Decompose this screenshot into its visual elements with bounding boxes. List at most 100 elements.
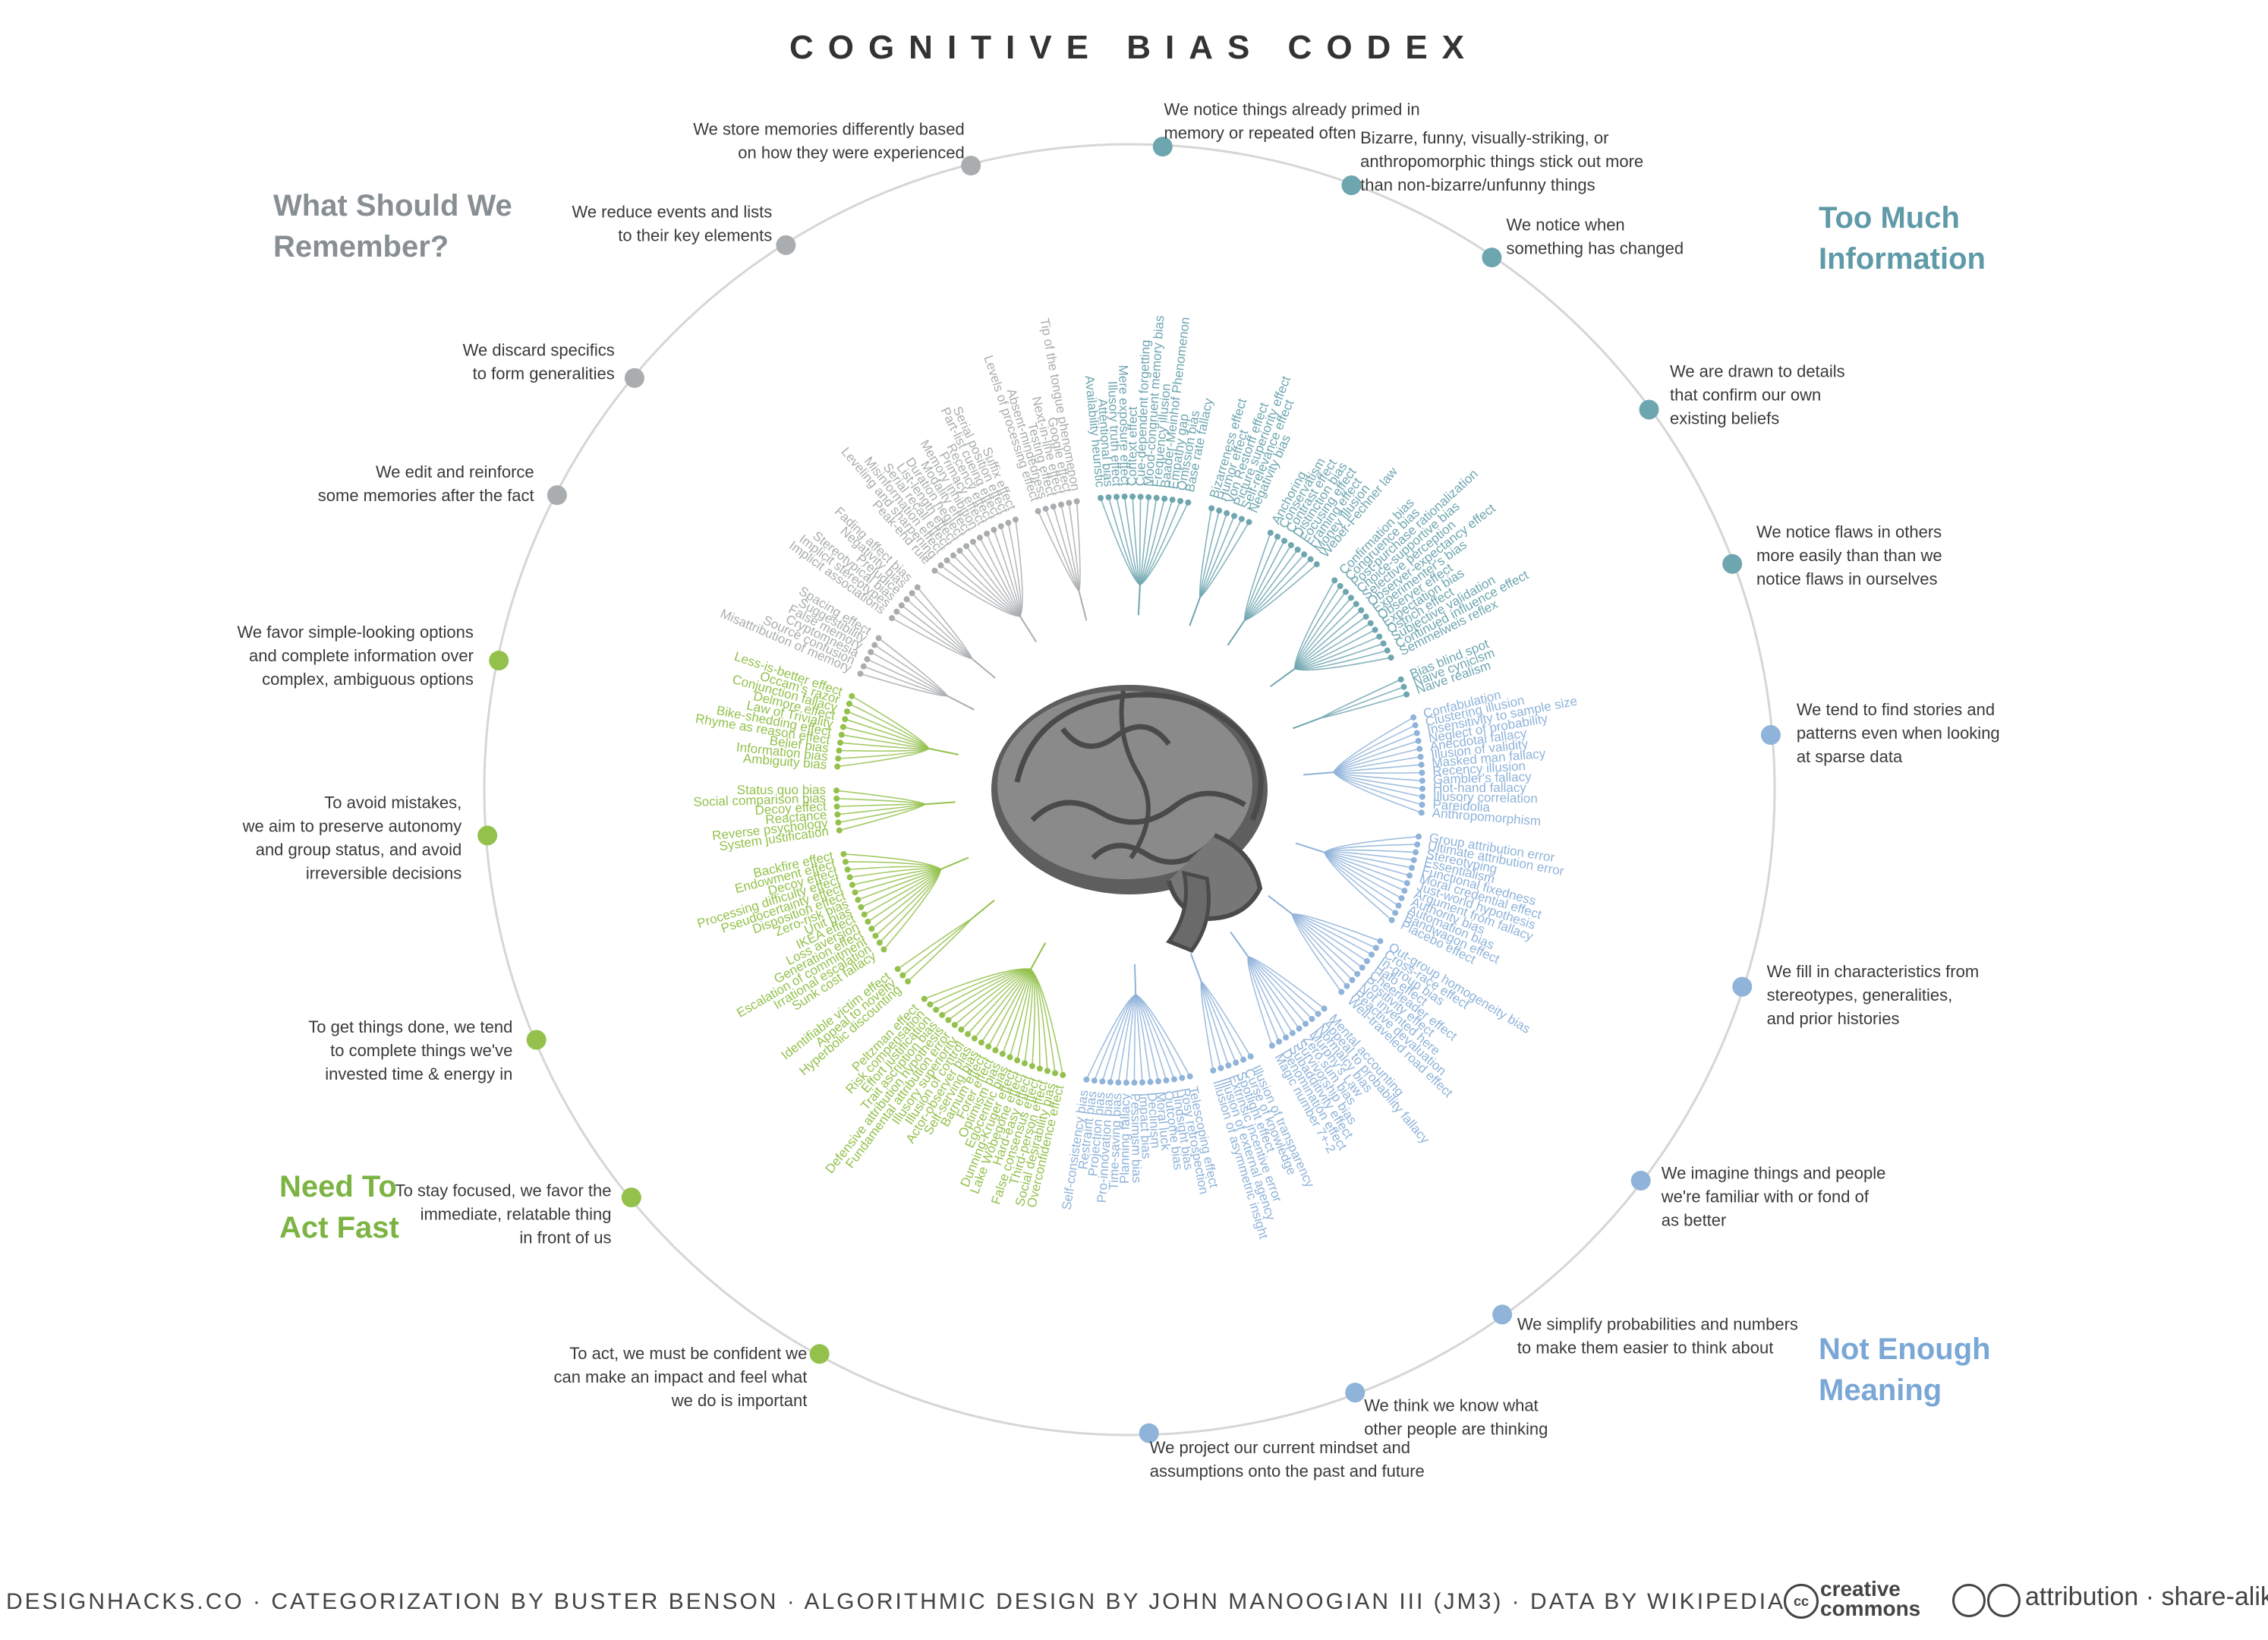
bias-dot xyxy=(833,795,840,802)
bias-dot xyxy=(1044,1068,1051,1074)
bias-dot xyxy=(1313,561,1320,568)
quadrant-title-line: Act Fast xyxy=(279,1211,399,1244)
bias-dot xyxy=(1410,714,1417,721)
bias-dot xyxy=(1388,916,1395,923)
bias-dot xyxy=(1115,1079,1122,1086)
bias-dot xyxy=(1417,753,1424,760)
branch-stem xyxy=(1303,771,1334,776)
bias-dot xyxy=(943,557,950,564)
bias-dot xyxy=(1321,1005,1328,1012)
bias-dot xyxy=(1363,957,1370,964)
bias-dot xyxy=(1337,582,1343,589)
bias-dot xyxy=(898,602,905,609)
bias-dot xyxy=(1050,503,1057,510)
bias-dot xyxy=(894,966,901,973)
branch-line xyxy=(839,742,929,749)
bias-dot xyxy=(1267,529,1274,536)
branch-line xyxy=(896,610,972,660)
bias-label[interactable]: Gambler's fallacy xyxy=(1432,769,1532,787)
bias-dot xyxy=(842,859,849,866)
bias-label[interactable]: Impact bias xyxy=(1136,1093,1154,1159)
bias-dot xyxy=(1073,498,1080,505)
branch-line xyxy=(1333,771,1422,814)
bias-label[interactable]: Pessimism bias xyxy=(1128,1093,1144,1183)
branch-line xyxy=(1085,994,1136,1080)
quadrant-title-info: Too Much Information xyxy=(1819,197,1986,279)
category-marker xyxy=(1139,1423,1159,1443)
bias-label[interactable]: Hot-hand fallacy xyxy=(1433,781,1526,795)
branch-line xyxy=(1199,516,1235,598)
branch-line xyxy=(1294,657,1391,671)
bias-dot xyxy=(844,866,851,873)
branch-line xyxy=(1133,994,1136,1083)
category-marker xyxy=(1492,1304,1513,1325)
bias-dot xyxy=(976,535,983,541)
attribution-icon xyxy=(1952,1584,1986,1617)
bias-dot xyxy=(871,642,878,648)
bias-label[interactable]: Time-saving bias xyxy=(1106,1093,1124,1190)
bias-label[interactable]: Pareidolia xyxy=(1432,797,1491,815)
bias-dot xyxy=(1372,945,1379,951)
bias-dot xyxy=(1413,849,1419,856)
bias-dot xyxy=(1240,1056,1247,1063)
branch-line xyxy=(911,592,973,659)
category-marker xyxy=(1630,1170,1651,1191)
quadrant-title-line: Remember? xyxy=(273,230,449,263)
branch-stem xyxy=(1137,585,1141,616)
bias-dot xyxy=(1153,494,1160,501)
bias-dot xyxy=(868,926,875,932)
quadrant-title-line: What Should We xyxy=(273,189,512,222)
bias-dot xyxy=(1315,1011,1321,1017)
page-title: COGNITIVE BIAS CODEX xyxy=(789,29,1479,66)
bias-dot xyxy=(1412,722,1419,729)
bias-label[interactable]: Illusory correlation xyxy=(1433,789,1538,806)
bias-dot xyxy=(1401,888,1408,894)
branch-line xyxy=(1291,913,1358,975)
bias-dot xyxy=(1410,856,1417,863)
bias-dot xyxy=(1097,494,1104,501)
bias-dot xyxy=(1413,730,1420,736)
category-marker xyxy=(809,1344,830,1364)
bias-dot xyxy=(1307,556,1314,563)
bias-dot xyxy=(1362,613,1369,620)
cc-logo-icon: cc xyxy=(1784,1584,1819,1619)
bias-dot xyxy=(876,939,883,946)
bias-dot xyxy=(1309,1015,1315,1022)
bias-dot xyxy=(899,972,906,979)
bias-dot xyxy=(965,1030,972,1037)
bias-dot xyxy=(1161,495,1168,502)
bias-dot xyxy=(1388,654,1394,661)
bias-dot xyxy=(1406,872,1413,879)
quadrant-title-line: Need To xyxy=(279,1170,397,1203)
branch-line xyxy=(901,604,972,660)
bias-dot xyxy=(956,547,963,554)
bias-dot xyxy=(1338,989,1345,995)
bias-dot xyxy=(1246,519,1252,525)
bias-dot xyxy=(1139,1079,1145,1086)
category-marker xyxy=(526,1030,547,1050)
bias-label[interactable]: Context effect xyxy=(1125,406,1140,486)
bias-label[interactable]: Planning fallacy xyxy=(1117,1093,1132,1184)
branch-line xyxy=(907,919,972,982)
bias-dot xyxy=(836,740,843,746)
bias-dot xyxy=(1179,1074,1186,1081)
bias-dot xyxy=(1028,1063,1035,1070)
branch-line xyxy=(906,598,972,659)
bias-dot xyxy=(1419,769,1425,776)
bias-dot xyxy=(978,1039,984,1046)
bias-dot xyxy=(1342,588,1349,595)
bias-label[interactable]: Mere exposure effect xyxy=(1116,365,1132,487)
bias-dot xyxy=(1301,551,1308,558)
creative-commons-badge[interactable]: cc creative commons attribution · share-… xyxy=(1784,1578,2268,1625)
branch-stem xyxy=(1293,717,1322,730)
bias-dot xyxy=(843,708,850,714)
branch-line xyxy=(1321,686,1404,719)
bias-label[interactable]: Status quo bias xyxy=(737,783,826,797)
bias-dot xyxy=(1377,938,1384,945)
branch-line xyxy=(902,919,972,976)
branch-stem xyxy=(1189,597,1202,626)
